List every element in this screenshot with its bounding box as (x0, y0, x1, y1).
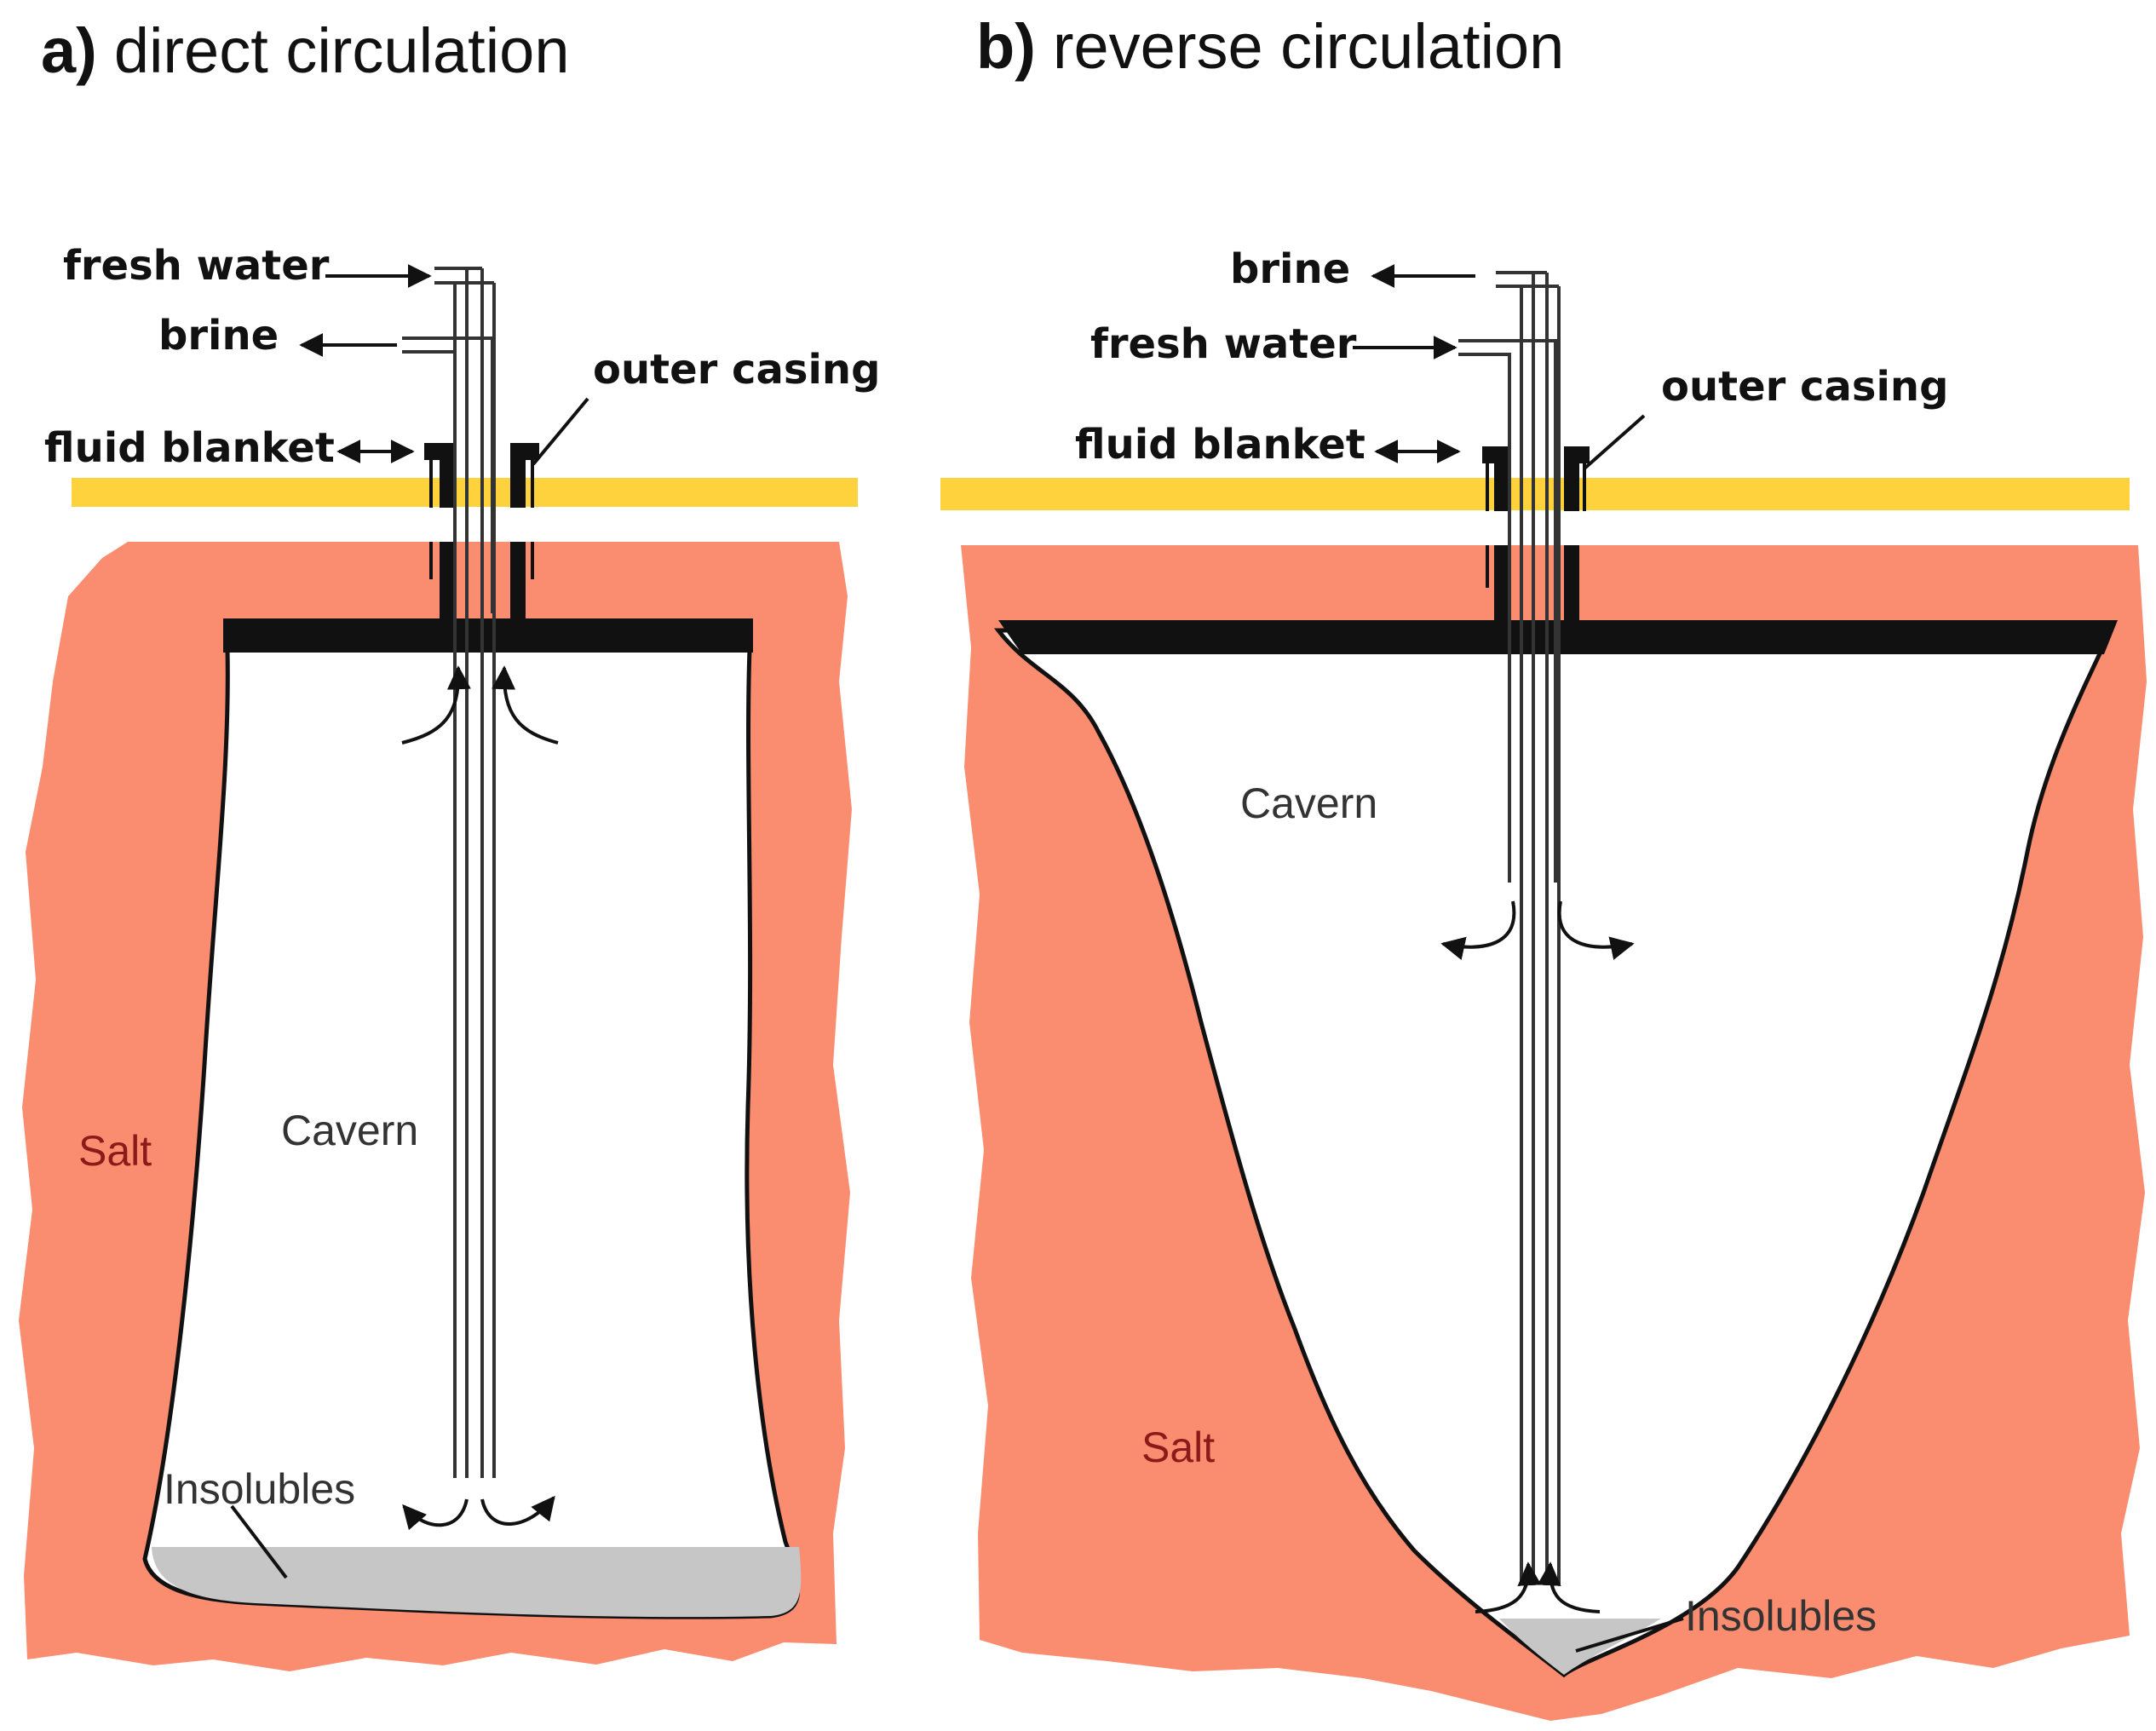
flow-arrow-mid-left-b (1440, 900, 1516, 961)
svg-text:a) direct circulation: a) direct circulation (41, 15, 569, 86)
inner-tubing-top-a (434, 267, 494, 285)
label-insolubles-b: Insolubles (1685, 1592, 1877, 1640)
label-fluid-blanket-a: fluid blanket (44, 424, 335, 472)
pointer-insolubles-b (1575, 1617, 1684, 1653)
svg-text:b) reverse circulation: b) reverse circulation (976, 11, 1564, 82)
inner-tubing-top-b (1496, 271, 1559, 288)
flow-arrow-bottom-right-a (480, 1495, 555, 1526)
annulus-tubing-b (1458, 339, 1557, 883)
panel-a-title: direct circulation (114, 15, 570, 86)
pointer-outer-casing-b (1583, 414, 1646, 470)
panel-b-key: b) (976, 11, 1036, 82)
insolubles-b (1499, 1619, 1661, 1675)
fluid-blanket-roof-a (223, 618, 753, 653)
panel-b-title: reverse circulation (1053, 11, 1564, 82)
panel-a-key: a) (41, 15, 97, 86)
overburden-band-a (72, 478, 858, 507)
label-insolubles-a: Insolubles (164, 1465, 355, 1513)
label-outer-casing-a: outer casing (593, 346, 880, 394)
pointer-insolubles-a (230, 1504, 288, 1579)
label-cavern-a: Cavern (281, 1107, 418, 1154)
insolubles-a (152, 1547, 802, 1618)
label-fresh-water-a: fresh water (63, 242, 330, 290)
casing-collar-right-a (510, 443, 539, 460)
pointer-outer-casing-a (532, 397, 589, 466)
annulus-tubing-a (402, 336, 494, 613)
flow-arrow-top-right-a (492, 665, 559, 745)
label-brine-a: brine (158, 312, 279, 359)
label-outer-casing-b: outer casing (1661, 363, 1948, 411)
flow-arrow-top-left-a (401, 665, 471, 745)
flow-arrow-bottom-left-a (402, 1498, 469, 1531)
label-salt-a: Salt (78, 1127, 152, 1175)
formation-gap-b (1479, 511, 1598, 545)
label-fluid-blanket-b: fluid blanket (1075, 421, 1365, 469)
panel-direct-circulation: a) direct circulation (19, 15, 880, 1671)
panel-reverse-circulation: b) reverse circulation (940, 11, 2147, 1721)
casing-collar-right-b (1564, 446, 1590, 463)
flow-arrow-mid-right-b (1557, 900, 1635, 960)
label-cavern-b: Cavern (1240, 779, 1377, 827)
casing-collar-left-b (1482, 446, 1509, 463)
label-salt-b: Salt (1141, 1423, 1215, 1471)
cavern-b (993, 628, 2114, 1678)
label-brine-b: brine (1230, 245, 1350, 293)
label-fresh-water-b: fresh water (1090, 320, 1357, 368)
flow-arrow-bottom-left-b (1475, 1561, 1542, 1613)
casing-collar-left-a (424, 443, 455, 460)
flow-arrow-bottom-right-b (1537, 1561, 1601, 1613)
